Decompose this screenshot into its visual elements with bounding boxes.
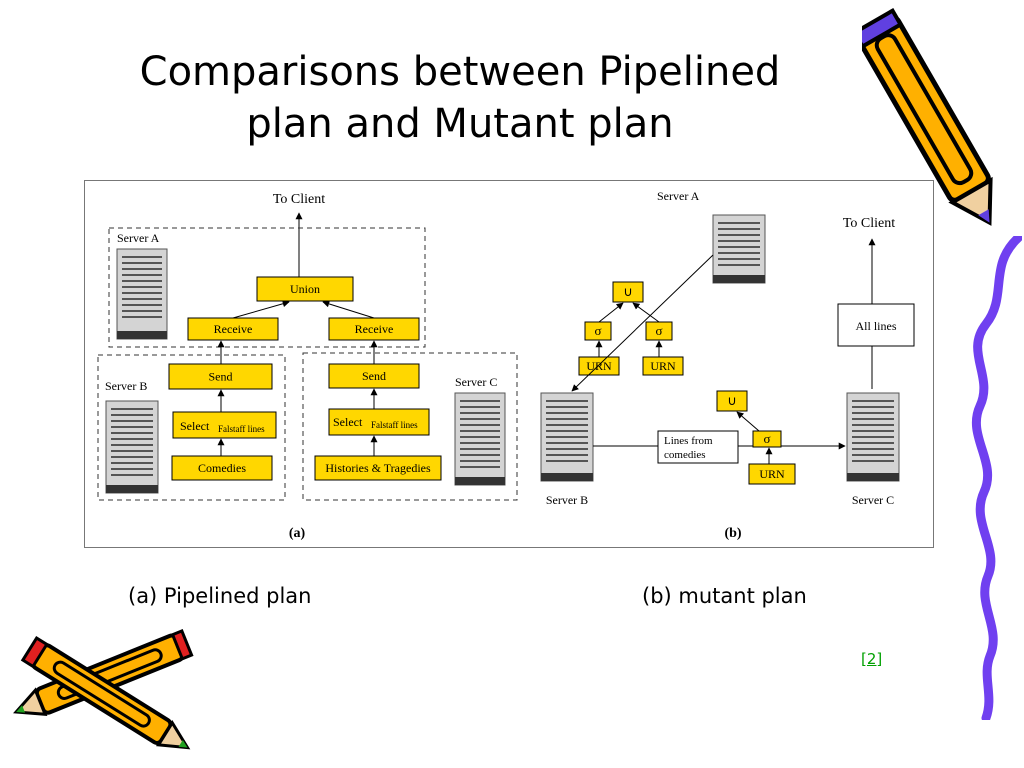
b-server-b-label: Server B bbox=[546, 493, 588, 507]
a-server-c-base bbox=[455, 477, 505, 485]
a-receive-left-to-union-edge bbox=[232, 300, 290, 319]
b-sigma-right-node-label: σ bbox=[655, 323, 662, 338]
b-server-c-label: Server C bbox=[852, 493, 894, 507]
title-line-2: plan and Mutant plan bbox=[246, 101, 674, 147]
a-to-client-label: To Client bbox=[273, 192, 325, 207]
squiggle-border-icon bbox=[971, 236, 1022, 720]
b-urn-right-node bbox=[642, 356, 684, 376]
a-server-a-label: Server A bbox=[117, 231, 160, 245]
b-sigma-bottom-node bbox=[752, 430, 782, 448]
a-server-b-label: Server B bbox=[105, 379, 147, 393]
b-server-a-label: Server A bbox=[657, 189, 700, 203]
b-union-top-node bbox=[612, 281, 644, 303]
b-union-bottom-node bbox=[716, 390, 748, 412]
caption-mutant-plan: (b) mutant plan bbox=[642, 584, 807, 608]
crossed-pencils-icon bbox=[13, 629, 194, 750]
a-server-b-group bbox=[97, 354, 286, 501]
b-figure-label: (b) bbox=[724, 526, 741, 541]
b-sigma-bottom-to-union-edge bbox=[736, 411, 760, 432]
b-lines-from-comedies-node bbox=[657, 430, 739, 464]
b-urn-bottom-node-label: URN bbox=[759, 467, 785, 481]
a-receive-right-to-union-edge bbox=[322, 300, 375, 319]
reference-link[interactable]: [2] bbox=[861, 650, 883, 668]
b-urn-left-node-label: URN bbox=[586, 359, 612, 373]
a-comedies-node bbox=[171, 455, 273, 481]
a-figure-label: (a) bbox=[289, 526, 306, 541]
b-server-a-to-server-b-edge bbox=[571, 254, 714, 392]
a-histories-node-label: Histories & Tragedies bbox=[325, 461, 431, 475]
a-select-c-node bbox=[328, 408, 430, 436]
b-union-bottom-node-label: ∪ bbox=[727, 393, 737, 408]
b-lines-from-label-1: Lines from bbox=[664, 435, 713, 447]
a-select-c-sub-label: Falstaff lines bbox=[371, 420, 418, 430]
a-select-b-label: Select bbox=[180, 419, 210, 433]
a-server-b bbox=[105, 400, 159, 494]
b-sigma-left-node bbox=[584, 321, 612, 341]
a-receive-left-node-label: Receive bbox=[214, 322, 253, 336]
a-send-b-node bbox=[168, 363, 273, 390]
slide-title: Comparisons between Pipelined plan and M… bbox=[100, 46, 820, 150]
a-union-node-label: Union bbox=[290, 282, 320, 296]
b-server-c-base bbox=[847, 473, 899, 481]
a-server-c-label: Server C bbox=[455, 375, 497, 389]
b-sigma-bottom-node-label: σ bbox=[763, 431, 770, 446]
b-sigma-left-to-union-edge bbox=[598, 302, 624, 323]
a-server-a-group bbox=[108, 227, 426, 348]
a-comedies-node-label: Comedies bbox=[198, 461, 246, 475]
b-union-top-node-label: ∪ bbox=[623, 284, 633, 299]
b-sigma-left-node-label: σ bbox=[594, 323, 601, 338]
a-select-b-node bbox=[172, 411, 277, 439]
a-server-a-base bbox=[117, 331, 167, 339]
b-server-b-base bbox=[541, 473, 593, 481]
b-urn-right-node-label: URN bbox=[650, 359, 676, 373]
title-line-1: Comparisons between Pipelined bbox=[139, 49, 781, 95]
caption-pipelined-plan: (a) Pipelined plan bbox=[128, 584, 312, 608]
a-server-b-base bbox=[106, 485, 158, 493]
b-lines-from-label-2: comedies bbox=[664, 449, 706, 461]
a-server-c-group bbox=[302, 352, 518, 501]
a-send-b-node-label: Send bbox=[209, 370, 233, 384]
b-server-a bbox=[712, 214, 766, 284]
a-select-b-sub-label: Falstaff lines bbox=[218, 424, 265, 434]
a-send-c-node bbox=[328, 363, 420, 389]
b-sigma-right-to-union-edge bbox=[632, 302, 660, 323]
b-to-client-label: To Client bbox=[843, 216, 895, 231]
a-select-c-label: Select bbox=[333, 415, 363, 429]
b-all-lines-node bbox=[837, 303, 915, 347]
b-all-lines-label: All lines bbox=[856, 319, 897, 333]
a-send-c-node-label: Send bbox=[362, 369, 386, 383]
b-server-a-base bbox=[713, 275, 765, 283]
pencil-clipart-icon bbox=[862, 7, 993, 226]
a-histories-node bbox=[314, 455, 442, 481]
b-urn-bottom-node bbox=[748, 463, 796, 485]
a-union-node bbox=[256, 276, 354, 302]
a-receive-right-node-label: Receive bbox=[355, 322, 394, 336]
